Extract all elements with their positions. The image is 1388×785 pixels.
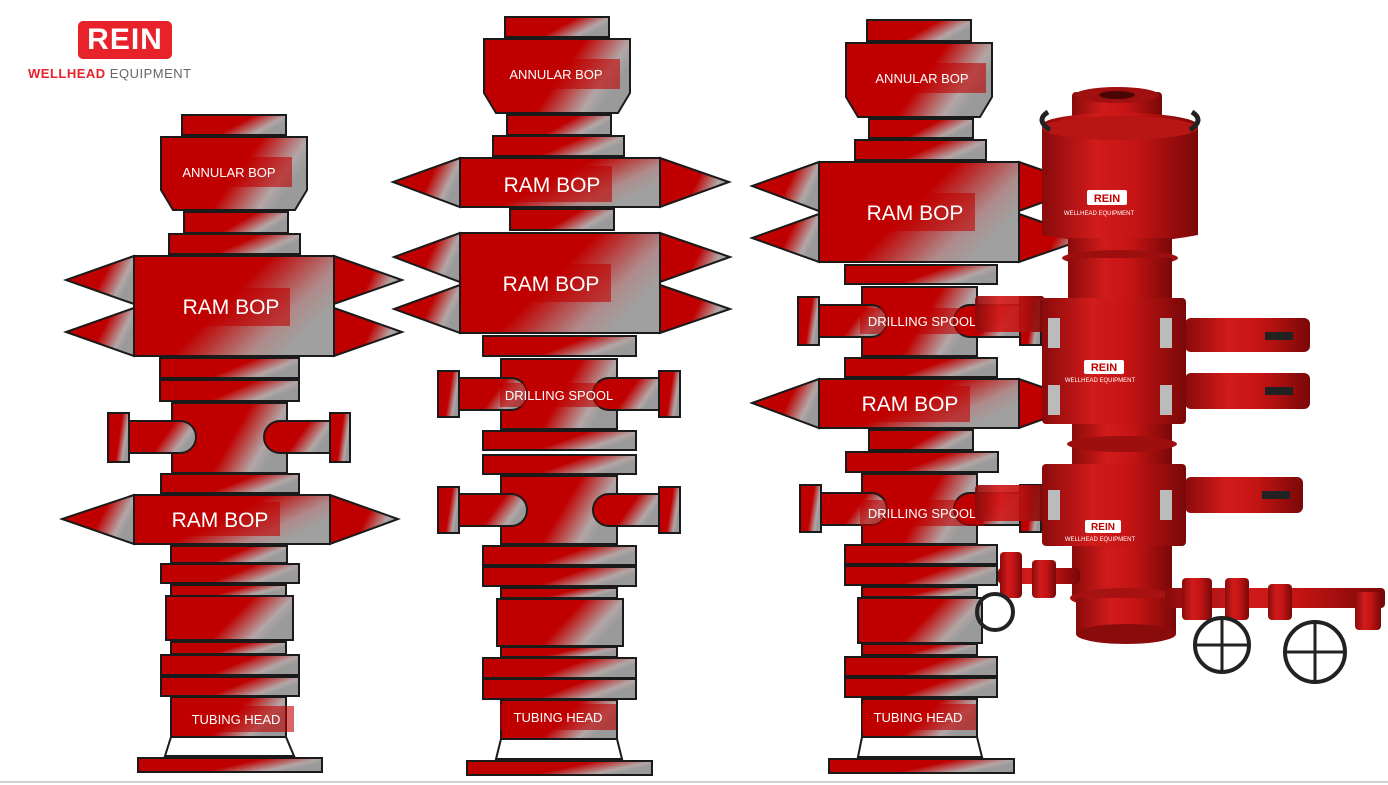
rein-logo: REIN WELLHEAD EQUIPMENT [28, 18, 228, 86]
render-badge-mid: REIN [1091, 362, 1117, 374]
stack-1-labels: ANNULAR BOP RAM BOP RAM BOP TUBING HEAD [160, 157, 294, 732]
stack2-ram-label-2: RAM BOP [503, 273, 600, 296]
stack3-ram-bop-double [818, 161, 1020, 263]
stack2-annular-label: ANNULAR BOP [509, 67, 602, 82]
bottom-divider [0, 781, 1388, 783]
stack-1 [58, 114, 406, 773]
stack3-annular-label: ANNULAR BOP [875, 71, 968, 86]
stack2-spool-label: DRILLING SPOOL [505, 388, 613, 403]
logo-brand: REIN [78, 21, 172, 59]
render-badge-top: REIN [1094, 193, 1120, 205]
render-badge-mid-sub: WELLHEAD EQUIPMENT [1065, 378, 1136, 384]
stack1-tubing-label: TUBING HEAD [192, 712, 281, 727]
stack2-ram-label-1: RAM BOP [504, 174, 601, 197]
stack3-spool-label-2: DRILLING SPOOL [868, 506, 976, 521]
stack1-ram-label-1: RAM BOP [183, 296, 280, 319]
stack3-tubing-label: TUBING HEAD [874, 710, 963, 725]
logo-subtitle: WELLHEAD EQUIPMENT [28, 66, 192, 81]
logo-word-equipment: EQUIPMENT [109, 66, 192, 81]
render-badge-bottom-sub: WELLHEAD EQUIPMENT [1065, 537, 1136, 543]
stack3-spool-label-1: DRILLING SPOOL [868, 314, 976, 329]
stack-3-labels: ANNULAR BOP RAM BOP DRILLING SPOOL RAM B… [850, 63, 986, 730]
render-badge-top-sub: WELLHEAD EQUIPMENT [1064, 211, 1135, 217]
stack1-annular-label: ANNULAR BOP [182, 165, 275, 180]
bop-stack-render: REIN WELLHEAD EQUIPMENT REIN WELLHEAD EQ… [975, 87, 1385, 684]
logo-word-wellhead: WELLHEAD [28, 66, 106, 81]
render-badge-bottom: REIN [1091, 522, 1115, 533]
stack-2-labels: ANNULAR BOP RAM BOP RAM BOP DRILLING SPO… [491, 59, 620, 730]
stack2-tubing-label: TUBING HEAD [514, 710, 603, 725]
stack3-ram-label-1: RAM BOP [867, 202, 964, 225]
stack3-ram-label-2: RAM BOP [862, 393, 959, 416]
stack1-ram-label-2: RAM BOP [172, 509, 269, 532]
